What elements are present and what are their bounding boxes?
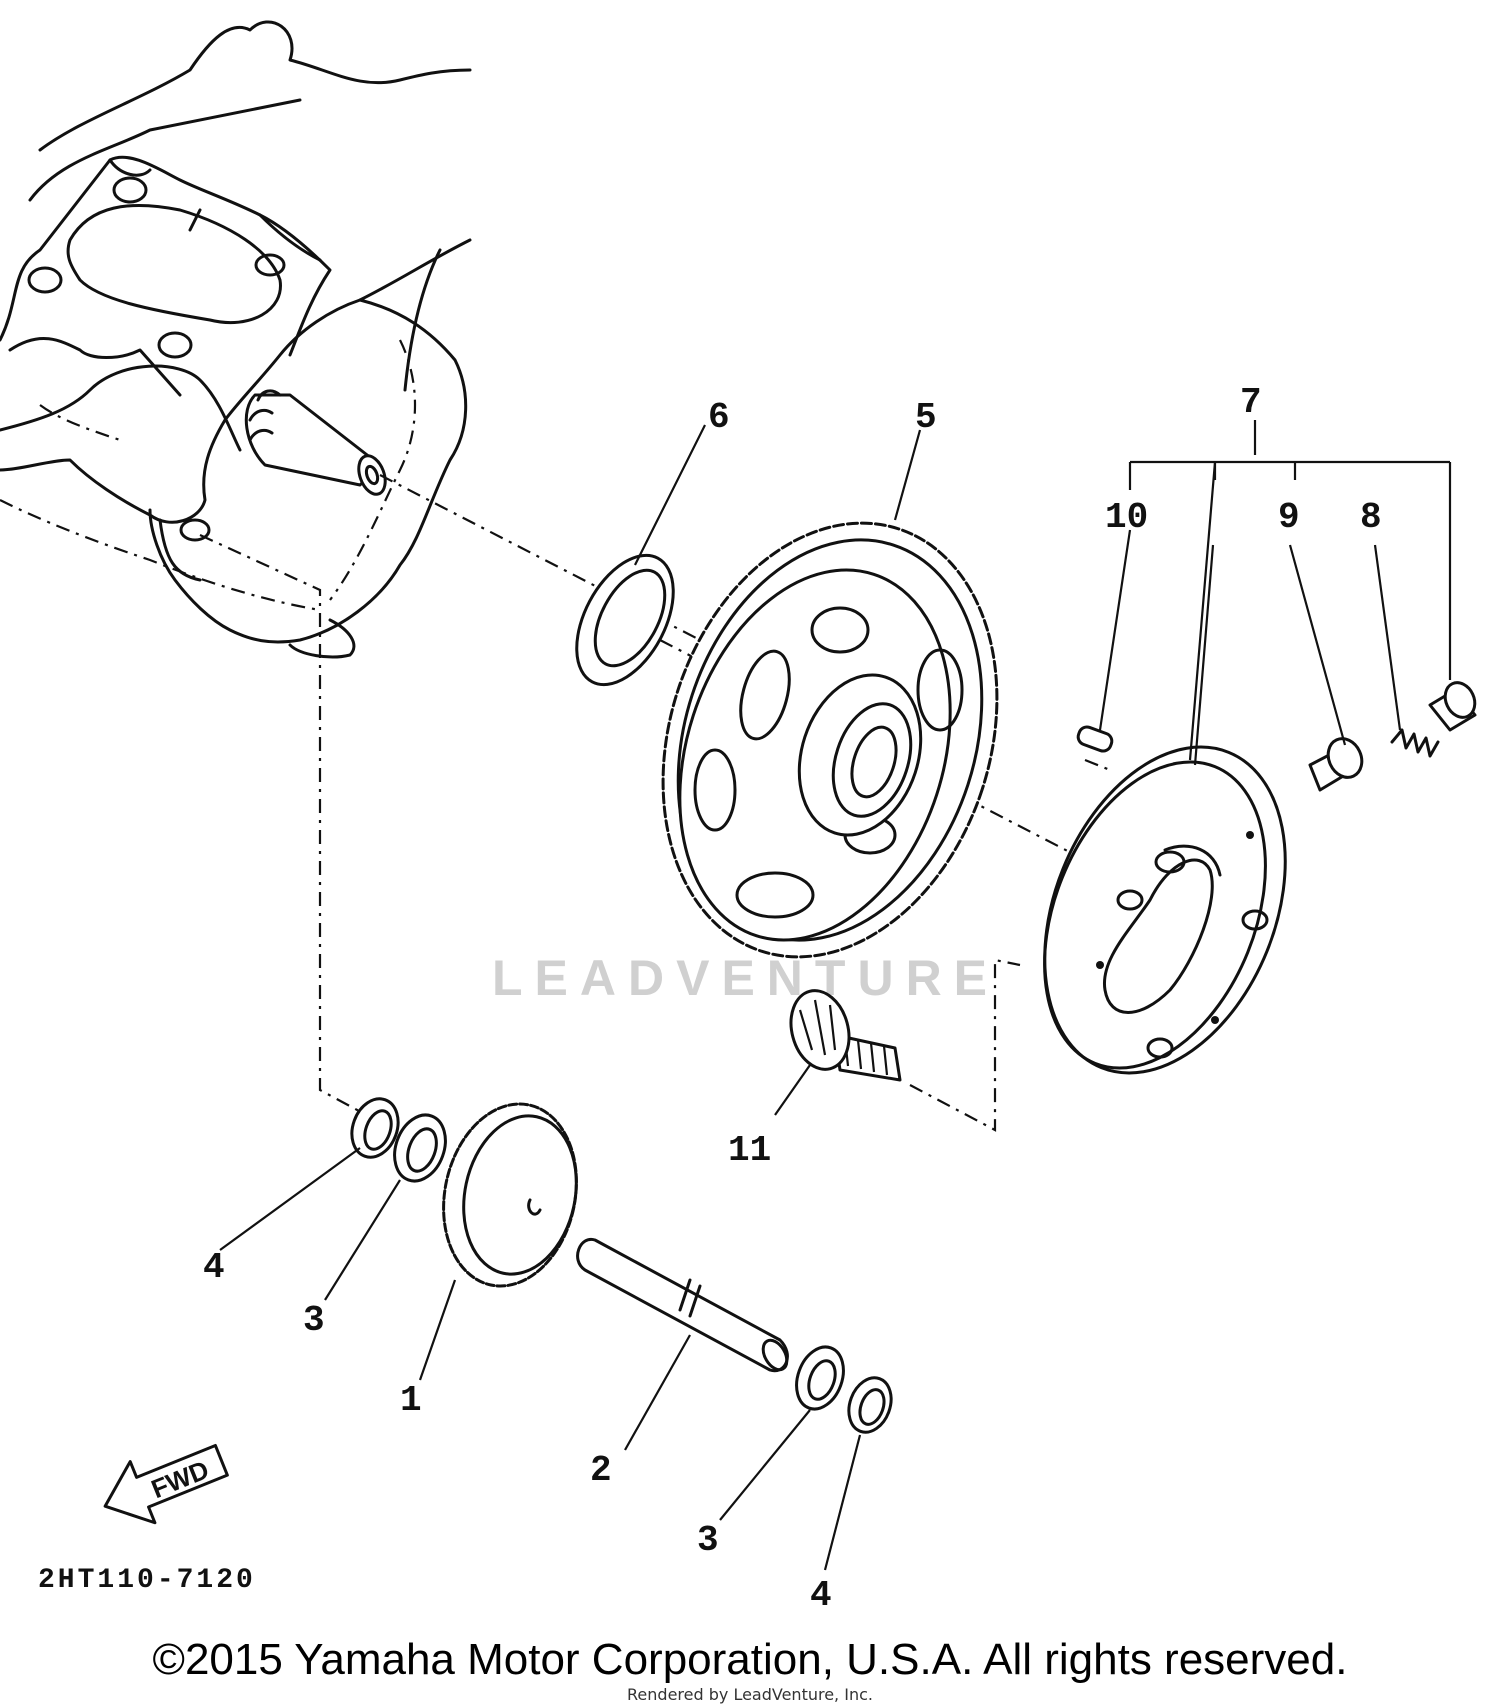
callout-3-lower: 3 — [697, 1520, 719, 1561]
watermark-text: LEADVENTURE — [492, 950, 999, 1006]
part-8-spring — [1390, 728, 1440, 758]
part-11-bolt — [789, 989, 902, 1082]
rendered-by-note: Rendered by LeadVenture, Inc. — [627, 1685, 873, 1704]
callout-4-lower: 4 — [810, 1575, 832, 1616]
callout-leaders — [219, 420, 1452, 1571]
callout-2: 2 — [590, 1450, 612, 1491]
callout-11: 11 — [728, 1130, 771, 1171]
engine-case — [0, 20, 472, 659]
part-5-wheel-gear — [661, 521, 999, 959]
callout-1: 1 — [400, 1380, 422, 1421]
part-10-roller — [1076, 725, 1114, 753]
part-4-circlip-lower — [847, 1376, 893, 1434]
part-1-idler-gear — [442, 1102, 578, 1288]
callout-labels: 6 5 7 10 9 8 11 4 3 1 2 3 4 — [203, 382, 1382, 1616]
part-2-shaft — [576, 1237, 789, 1373]
callout-10: 10 — [1105, 497, 1148, 538]
part-3-washer-upper — [393, 1113, 447, 1183]
part-4-circlip-upper — [350, 1097, 400, 1159]
part-9-plunger — [1308, 737, 1364, 792]
part-7-cap — [1428, 681, 1477, 732]
part-3-washer-lower — [795, 1345, 845, 1411]
drawing-code: 2HT110-7120 — [38, 1565, 256, 1596]
callout-7: 7 — [1240, 382, 1262, 423]
fwd-arrow-icon: FWD — [103, 1443, 229, 1525]
copyright-notice: ©2015 Yamaha Motor Corporation, U.S.A. A… — [152, 1635, 1348, 1684]
callout-8: 8 — [1360, 497, 1382, 538]
callout-5: 5 — [915, 397, 937, 438]
part-7-clutch — [1043, 745, 1287, 1075]
callout-4-upper: 4 — [203, 1247, 225, 1288]
callout-9: 9 — [1278, 497, 1300, 538]
callout-6: 6 — [708, 397, 730, 438]
callout-3-upper: 3 — [303, 1300, 325, 1341]
part-6-washer — [575, 553, 675, 687]
